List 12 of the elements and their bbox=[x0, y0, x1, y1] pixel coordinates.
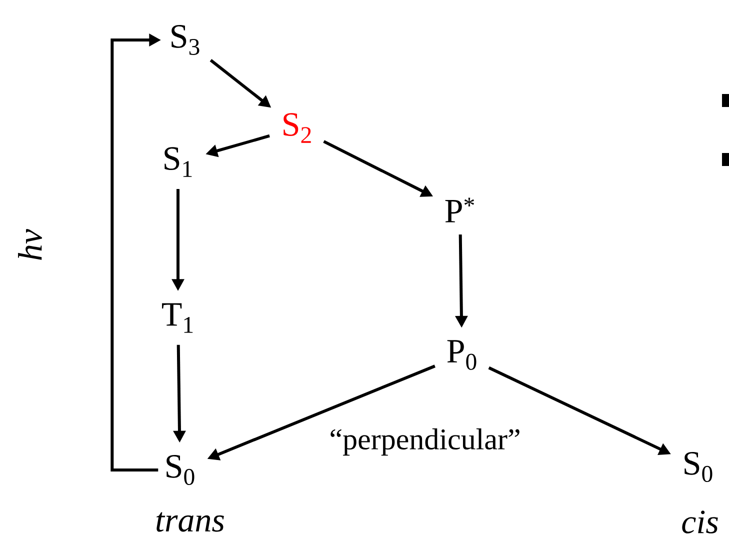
state-label: S$_{3}$ bbox=[172, 25, 200, 55]
state-label: S$_{0}$ bbox=[166, 455, 194, 485]
state-label: P$_{0}$ bbox=[447, 340, 476, 370]
edge-label: hν bbox=[18, 228, 42, 260]
state-label: S$_{1}$ bbox=[164, 147, 192, 177]
isomer-label: trans bbox=[156, 512, 224, 532]
state-label: S$_{2}$ bbox=[284, 113, 311, 143]
state-label: S$_{0}$ bbox=[684, 452, 712, 482]
state-label: T$_{1}$ bbox=[162, 303, 193, 333]
edge-label: “perpendicular” bbox=[330, 428, 520, 456]
state-label: P$^{*}$ bbox=[445, 198, 474, 222]
isomer-label: cis bbox=[682, 510, 718, 534]
